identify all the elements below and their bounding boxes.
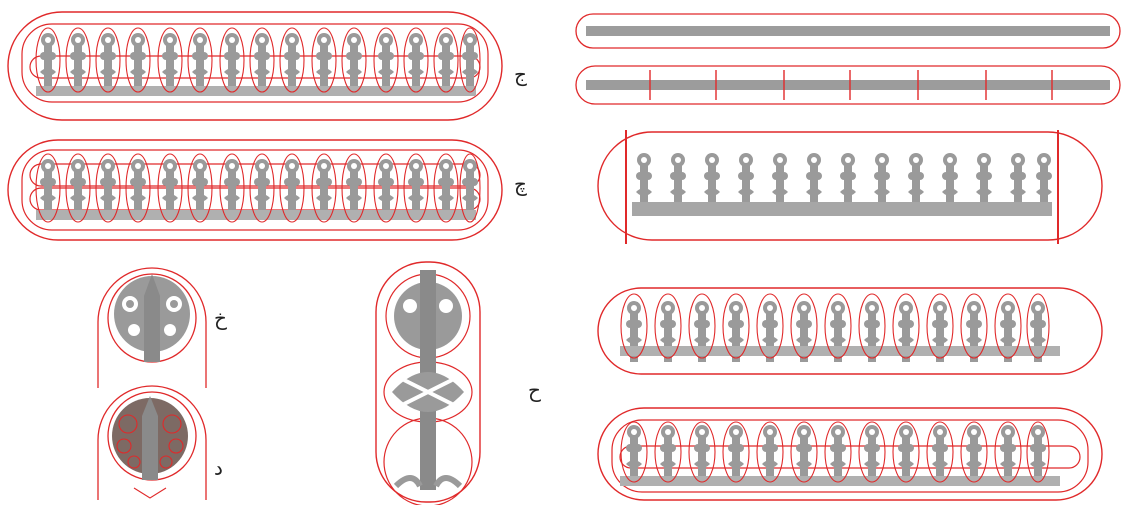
label-dal: د (214, 456, 223, 480)
panel-band-segmented (576, 66, 1120, 104)
panel-he (376, 262, 480, 505)
panel-dal (98, 386, 206, 500)
panel-che (8, 140, 502, 240)
label-khe: خ (214, 306, 227, 330)
panel-columns (598, 288, 1102, 374)
panel-full (598, 408, 1102, 500)
panel-band-top (576, 14, 1120, 48)
panel-enlarged (598, 130, 1102, 244)
label-che: چ (514, 172, 527, 196)
label-jim: ج (514, 62, 527, 86)
label-he: ح (528, 378, 541, 402)
panel-khe (98, 268, 206, 388)
panel-jim (8, 12, 502, 120)
